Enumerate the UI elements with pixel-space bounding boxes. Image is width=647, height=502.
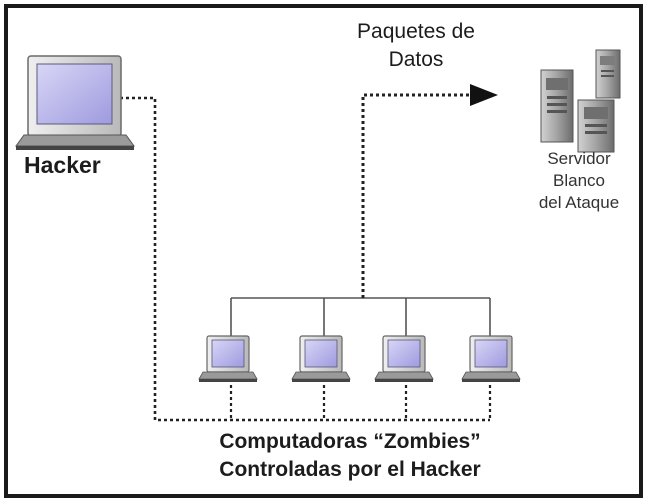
zombies-label-line2: Controladas por el Hacker: [219, 458, 481, 481]
zombie-computer-icon: [461, 335, 521, 382]
zombies-label: Computadoras “Zombies” Controladas por e…: [150, 428, 550, 484]
packets-label-line2: Datos: [388, 48, 444, 71]
zombie-network-bus: [230, 297, 491, 338]
server-label-line2: Blanco: [553, 171, 605, 190]
zombie-computer-icon: [374, 335, 434, 382]
server-label-line3: del Ataque: [538, 193, 620, 212]
packets-label-line1: Paquetes de: [357, 20, 475, 43]
hacker-computer-icon: [15, 55, 135, 150]
zombie-control-drops: [229, 385, 492, 420]
zombie-computer-icon: [291, 335, 351, 382]
server-label-line1: Servidor: [547, 149, 611, 168]
arrow-right-icon: [470, 84, 498, 106]
server-tower-icon: [540, 49, 621, 153]
diagram-border: [4, 4, 643, 498]
zombies-label-line1: Computadoras “Zombies”: [219, 430, 481, 453]
server-label: Servidor Blanco del Ataque: [520, 148, 638, 214]
packet-line: [361, 93, 472, 298]
hacker-label: Hacker: [24, 152, 101, 178]
zombie-computer-icon: [198, 335, 258, 382]
hacker-control-line: [120, 96, 490, 422]
packets-label: Paquetes de Datos: [330, 18, 502, 74]
